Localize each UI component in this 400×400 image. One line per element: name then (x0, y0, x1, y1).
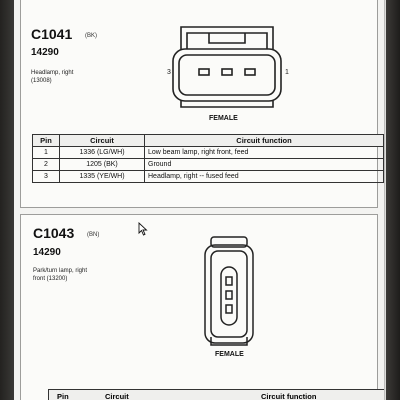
table-row: 1 1336 (LG/WH) Low beam lamp, right fron… (32, 146, 384, 159)
connector-color-code: (BN) (87, 232, 100, 238)
header-circuit: Circuit (105, 392, 129, 400)
table-row: 3 1335 (YE/WH) Headlamp, right -- fused … (32, 170, 384, 183)
connector-part-number: 14290 (31, 47, 59, 58)
header-pin: Pin (32, 134, 60, 147)
connector-description: Headlamp, right (13008) (31, 69, 121, 85)
monitor-bezel-right (386, 0, 400, 400)
connector-description-line2: front (13200) (33, 276, 68, 282)
cell-function: Ground (144, 158, 384, 171)
pin-table-partial: Pin Circuit Circuit function (48, 389, 386, 400)
connector-c1041-diagram (172, 26, 282, 108)
monitor-bezel-left (0, 0, 14, 400)
connector-description-line1: Park/turn lamp, right (33, 268, 88, 274)
connector-part-number: 14290 (33, 247, 61, 258)
cell-function: Headlamp, right -- fused feed (144, 170, 384, 183)
header-pin: Pin (57, 392, 69, 400)
cell-pin: 1 (32, 146, 60, 159)
document-viewer: C1041 (BK) 14290 Headlamp, right (13008)… (14, 0, 386, 400)
connector-id: C1043 (33, 225, 75, 241)
connector-description-line2: (13008) (31, 78, 52, 84)
connector-color-code: (BK) (85, 33, 97, 39)
cell-circuit: 1336 (LG/WH) (59, 146, 145, 159)
header-circuit-function: Circuit function (261, 392, 317, 400)
mouse-pointer-icon (138, 222, 148, 236)
pin-table: Pin Circuit Circuit function 1 1336 (LG/… (32, 134, 384, 183)
connector-description-line1: Headlamp, right (31, 70, 74, 76)
connector-c1043-diagram (204, 236, 254, 346)
connector-page-c1043: C1043 (BN) 14290 Park/turn lamp, right f… (20, 214, 378, 400)
header-circuit-function: Circuit function (144, 134, 384, 147)
cell-function: Low beam lamp, right front, feed (144, 146, 384, 159)
connector-view-label: FEMALE (215, 351, 244, 358)
cell-pin: 2 (32, 158, 60, 171)
pin-label-left: 3 (167, 69, 171, 76)
connector-view-label: FEMALE (209, 115, 238, 122)
table-row: 2 1205 (BK) Ground (32, 158, 384, 171)
cell-circuit: 1205 (BK) (59, 158, 145, 171)
cell-pin: 3 (32, 170, 60, 183)
cell-circuit: 1335 (YE/WH) (59, 170, 145, 183)
vertical-scrollbar[interactable]: ▲ ▼ (384, 0, 386, 400)
connector-description: Park/turn lamp, right front (13200) (33, 267, 123, 283)
connector-id: C1041 (31, 26, 73, 42)
pin-label-right: 1 (285, 69, 289, 76)
header-circuit: Circuit (59, 134, 145, 147)
pin-table-header-row: Pin Circuit Circuit function (32, 134, 384, 147)
